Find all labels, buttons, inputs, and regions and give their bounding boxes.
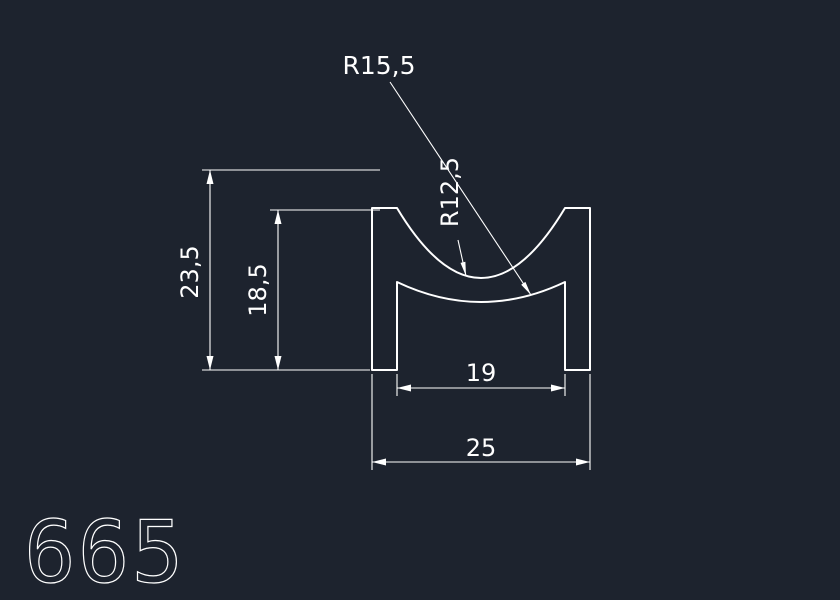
arrowhead <box>460 261 466 276</box>
dimension-inner-height: 18,5 <box>244 209 380 370</box>
dimension-label: 18,5 <box>244 263 272 316</box>
dimension-outer-width: 25 <box>371 374 591 470</box>
arrowhead <box>274 356 282 370</box>
radius-label: R15,5 <box>342 51 415 80</box>
arrowhead <box>206 170 214 184</box>
leader-line <box>389 81 532 296</box>
dimension-label: 23,5 <box>176 245 204 298</box>
arrowhead <box>372 458 386 466</box>
dimension-radius-lower: R15,5 <box>342 51 532 296</box>
arrowhead <box>397 384 411 392</box>
dimension-total-height: 23,5 <box>176 169 380 371</box>
arrowhead <box>274 210 282 224</box>
arrowhead <box>576 458 590 466</box>
dimension-label: 25 <box>466 434 497 462</box>
arrowhead <box>521 281 531 295</box>
radius-label: R12,5 <box>436 157 464 227</box>
part-number-text: 665 <box>24 503 185 600</box>
dimension-radius-upper: R12,5 <box>436 157 467 277</box>
arrowhead <box>206 356 214 370</box>
dimension-label: 19 <box>466 359 497 387</box>
profile-665 <box>371 207 591 371</box>
arrowhead <box>551 384 565 392</box>
profile-outline <box>371 207 591 371</box>
dimension-inner-width: 19 <box>396 359 566 396</box>
